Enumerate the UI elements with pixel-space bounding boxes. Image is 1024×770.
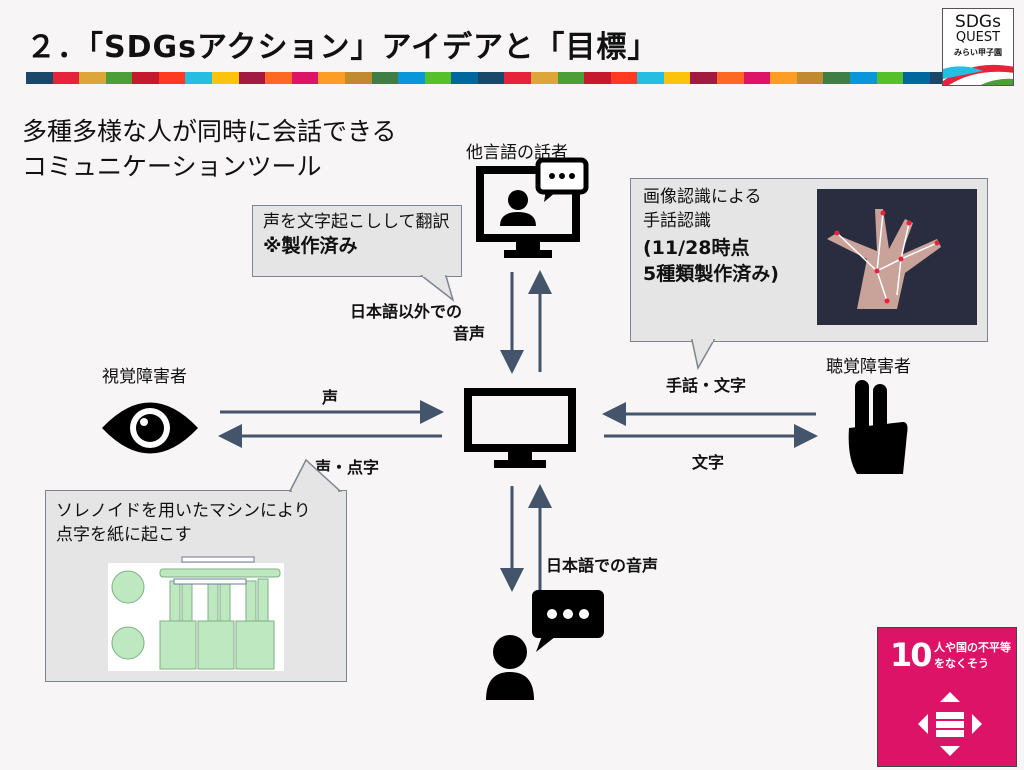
monitor-with-speaker-icon: [476, 157, 589, 258]
callout-tail: [691, 338, 716, 371]
central-monitor-icon: [464, 388, 576, 468]
strip-segment: [637, 72, 664, 84]
arrow-label: 音声: [453, 324, 486, 343]
japanese-speaker-icon: [486, 590, 604, 700]
arrow-label: 声: [322, 388, 339, 407]
reduced-inequality-icon: [918, 692, 982, 756]
page-title: ２．「SDGsアクション」アイデアと「目標」: [26, 30, 659, 65]
strip-segment: [238, 72, 266, 84]
strip-segment: [52, 72, 80, 84]
strip-segment: [717, 72, 744, 84]
arrow-label: 日本語以外での: [350, 302, 463, 321]
callout-text: 手話認識: [643, 211, 711, 231]
callout-tail: [419, 274, 455, 303]
strip-segment: [557, 72, 585, 84]
strip-segment: [424, 72, 452, 84]
hearing-impaired-label: 聴覚障害者: [826, 357, 911, 377]
strip-segment: [451, 72, 478, 84]
strip-segment: [663, 72, 691, 84]
goal-text: 人や国の不平等: [934, 641, 1011, 654]
strip-segment: [344, 72, 372, 84]
strip-segment: [504, 72, 531, 84]
strip-segment: [477, 72, 505, 84]
strip-segment: [743, 72, 771, 84]
sdgs-quest-logo: SDGs QUEST みらい甲子園: [942, 8, 1014, 86]
callout-text: ※製作済み: [263, 235, 358, 257]
strip-segment: [770, 72, 797, 84]
logo-text: SDGs: [955, 12, 1001, 32]
strip-segment: [849, 72, 877, 84]
strip-segment: [876, 72, 904, 84]
hand-landmark-photo: [817, 189, 977, 325]
strip-segment: [530, 72, 558, 84]
eye-icon: [102, 402, 198, 454]
callout-text: ソレノイドを用いたマシンにより: [56, 501, 311, 521]
sdg-color-strip: [26, 72, 957, 84]
sign-recognition-callout: 画像認識による 手話認識 (11/28時点 5種類製作済み): [630, 178, 988, 342]
arrow-label: 声・点字: [315, 458, 380, 477]
strip-segment: [265, 72, 292, 84]
visually-impaired-label: 視覚障害者: [102, 367, 187, 387]
logo-text: みらい甲子園: [954, 48, 1002, 57]
strip-segment: [371, 72, 399, 84]
callout-text: 点字を紙に起こす: [56, 525, 192, 545]
sdg-goal-10-badge: 10 人や国の不平等 をなくそう: [877, 627, 1017, 767]
strip-segment: [610, 72, 638, 84]
subtitle-line: 多種多様な人が同時に会話できる: [22, 117, 397, 146]
strip-segment: [823, 72, 850, 84]
strip-segment: [584, 72, 611, 84]
callout-text: 声を文字起こしして翻訳: [263, 212, 450, 232]
callout-tail: [288, 458, 342, 494]
callout-text: 5種類製作済み): [643, 263, 779, 285]
transcribe-callout: 声を文字起こしして翻訳 ※製作済み: [252, 205, 462, 277]
strip-segment: [903, 72, 930, 84]
goal-number: 10: [890, 636, 933, 674]
goal-text: をなくそう: [934, 657, 989, 670]
strip-segment: [105, 72, 133, 84]
subtitle-line: コミュニケーションツール: [22, 152, 322, 181]
strip-segment: [79, 72, 106, 84]
arrow-label: 手話・文字: [666, 376, 747, 395]
strip-segment: [690, 72, 718, 84]
callout-text: (11/28時点: [643, 237, 750, 259]
logo-text: QUEST: [955, 30, 1001, 45]
strip-segment: [398, 72, 425, 84]
callout-text: 画像認識による: [643, 187, 762, 207]
arrow-label: 日本語での音声: [546, 556, 659, 575]
braille-machine-callout: ソレノイドを用いたマシンにより 点字を紙に起こす: [45, 490, 347, 682]
solenoid-machine-diagram: [108, 556, 284, 671]
strip-segment: [185, 72, 213, 84]
peace-hand-icon: [848, 380, 908, 474]
strip-segment: [132, 72, 159, 84]
arrow-label: 文字: [692, 453, 725, 472]
strip-segment: [796, 72, 824, 84]
strip-segment: [158, 72, 186, 84]
strip-segment: [26, 72, 53, 84]
strip-segment: [318, 72, 345, 84]
strip-segment: [291, 72, 319, 84]
strip-segment: [212, 72, 239, 84]
